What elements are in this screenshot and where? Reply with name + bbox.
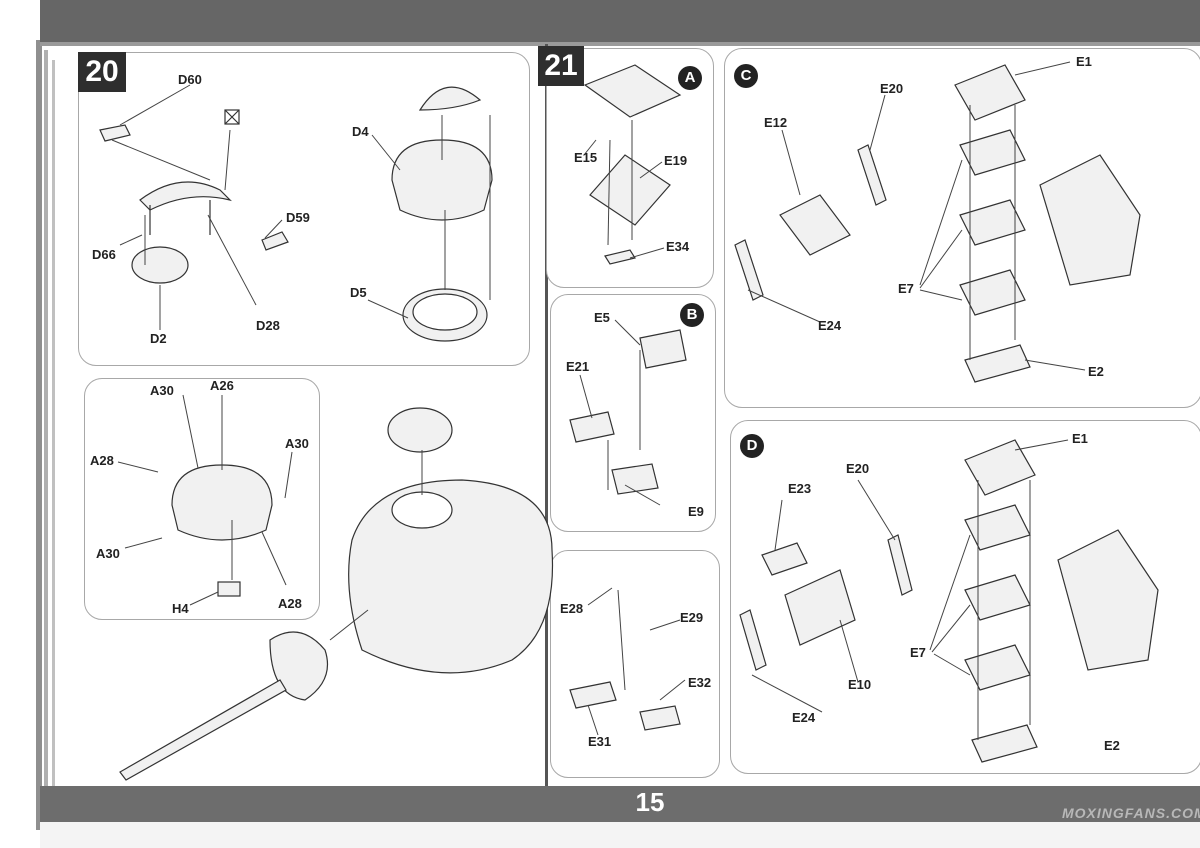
hatch-hinge-part xyxy=(139,181,232,211)
cupola-top-part xyxy=(418,86,482,111)
e15-panel-part xyxy=(583,64,682,118)
d-e7-tray-part-2 xyxy=(964,574,1031,621)
d-e20-side-part xyxy=(887,534,913,596)
part-label-a28-left: A28 xyxy=(90,453,114,468)
bottom-bar xyxy=(40,786,1200,822)
turret-body-part xyxy=(348,479,554,674)
part-label-d28: D28 xyxy=(256,318,280,333)
e21-box-part xyxy=(569,411,615,443)
page-edge xyxy=(52,60,55,810)
top-bar xyxy=(40,0,1200,42)
part-label-a26: A26 xyxy=(210,378,234,393)
e34-bracket-part xyxy=(604,249,636,265)
d-assembled-rack-part xyxy=(1057,529,1159,671)
turret-hatch-opening xyxy=(391,491,453,529)
hatch-frame-part xyxy=(149,200,211,235)
e5-box-part xyxy=(639,329,687,369)
part-label-e31: E31 xyxy=(588,734,612,749)
sub-step-c-badge: C xyxy=(734,64,758,88)
cupola-body-part xyxy=(391,139,493,221)
part-label-a28-bottom: A28 xyxy=(278,596,302,611)
c-assembled-rack-part xyxy=(1039,154,1141,286)
part-label-e28: E28 xyxy=(560,601,584,616)
top-bar-shade xyxy=(40,42,1200,46)
e32-frame-part xyxy=(639,705,681,731)
part-label-c-e20: E20 xyxy=(880,81,904,96)
part-label-d4: D4 xyxy=(352,124,369,139)
part-label-d-e24: E24 xyxy=(792,710,816,725)
part-label-d-e20: E20 xyxy=(846,461,870,476)
page-divider xyxy=(545,44,548,786)
c-e2-base-part xyxy=(964,344,1031,383)
part-label-d5: D5 xyxy=(350,285,367,300)
sub-step-a-badge: A xyxy=(678,66,702,90)
d-e24-side-part xyxy=(739,609,767,671)
part-label-b-e9: E9 xyxy=(688,504,704,519)
part-label-e32: E32 xyxy=(688,675,712,690)
watermark: MOXINGFANS.COM xyxy=(1062,805,1200,821)
page-edge xyxy=(36,40,42,830)
part-label-d-e23: E23 xyxy=(788,481,812,496)
part-label-d-e2: E2 xyxy=(1104,738,1120,753)
d-e10-rack-part xyxy=(784,569,856,646)
d-e7-tray-part xyxy=(964,504,1031,551)
part-label-a30-top: A30 xyxy=(150,383,174,398)
part-label-d-e7: E7 xyxy=(910,645,926,660)
part-label-d-e1: E1 xyxy=(1072,431,1088,446)
e19-plate-part xyxy=(589,154,671,226)
sub-step-b-badge: B xyxy=(680,303,704,327)
part-label-d66: D66 xyxy=(92,247,116,262)
part-label-c-e2: E2 xyxy=(1088,364,1104,379)
part-label-h4: H4 xyxy=(172,601,189,616)
part-label-c-e1: E1 xyxy=(1076,54,1092,69)
c-e20-side-part xyxy=(857,144,887,206)
part-label-a30-left: A30 xyxy=(96,546,120,561)
d-e2-base-part xyxy=(971,724,1038,763)
part-label-a30-right: A30 xyxy=(285,436,309,451)
part-label-d-e10: E10 xyxy=(848,677,872,692)
d60-part xyxy=(99,124,131,142)
d-e7-tray-part-3 xyxy=(964,644,1031,691)
part-label-c-e7: E7 xyxy=(898,281,914,296)
step21-b2-panel xyxy=(550,550,720,778)
part-label-c-e24: E24 xyxy=(818,318,842,333)
c-e12-rack-part xyxy=(779,194,851,256)
part-label-d60: D60 xyxy=(178,72,202,87)
part-label-e29: E29 xyxy=(680,610,704,625)
part-label-a-e19: E19 xyxy=(664,153,688,168)
page-number: 15 xyxy=(635,787,665,817)
sub-step-d-badge: D xyxy=(740,434,764,458)
step-number-21: 21 xyxy=(538,46,584,86)
step-number-20: 20 xyxy=(78,52,126,92)
turret-ring-part xyxy=(171,464,273,541)
e9-box-part xyxy=(611,463,659,495)
bottom-margin xyxy=(40,822,1200,848)
d-e23-part xyxy=(761,542,808,576)
part-label-a-e34: E34 xyxy=(666,239,690,254)
d59-part xyxy=(261,231,289,251)
c-e24-side-part xyxy=(734,239,764,301)
part-label-b-e21: E21 xyxy=(566,359,590,374)
part-label-c-e12: E12 xyxy=(764,115,788,130)
e31-frame-part xyxy=(569,681,617,709)
h4-part xyxy=(217,581,241,597)
c-e1-plate-part xyxy=(954,64,1026,121)
hatch-base-part xyxy=(131,246,189,284)
cupola-assembled-part xyxy=(387,407,453,453)
page-edge xyxy=(44,50,48,820)
part-label-d59: D59 xyxy=(286,210,310,225)
gun-mantlet-part xyxy=(269,631,329,701)
page-stack-edges xyxy=(0,0,70,848)
part-label-a-e15: E15 xyxy=(574,150,598,165)
part-label-d2: D2 xyxy=(150,331,167,346)
gun-barrel-part xyxy=(119,679,287,781)
part-label-b-e5: E5 xyxy=(594,310,610,325)
